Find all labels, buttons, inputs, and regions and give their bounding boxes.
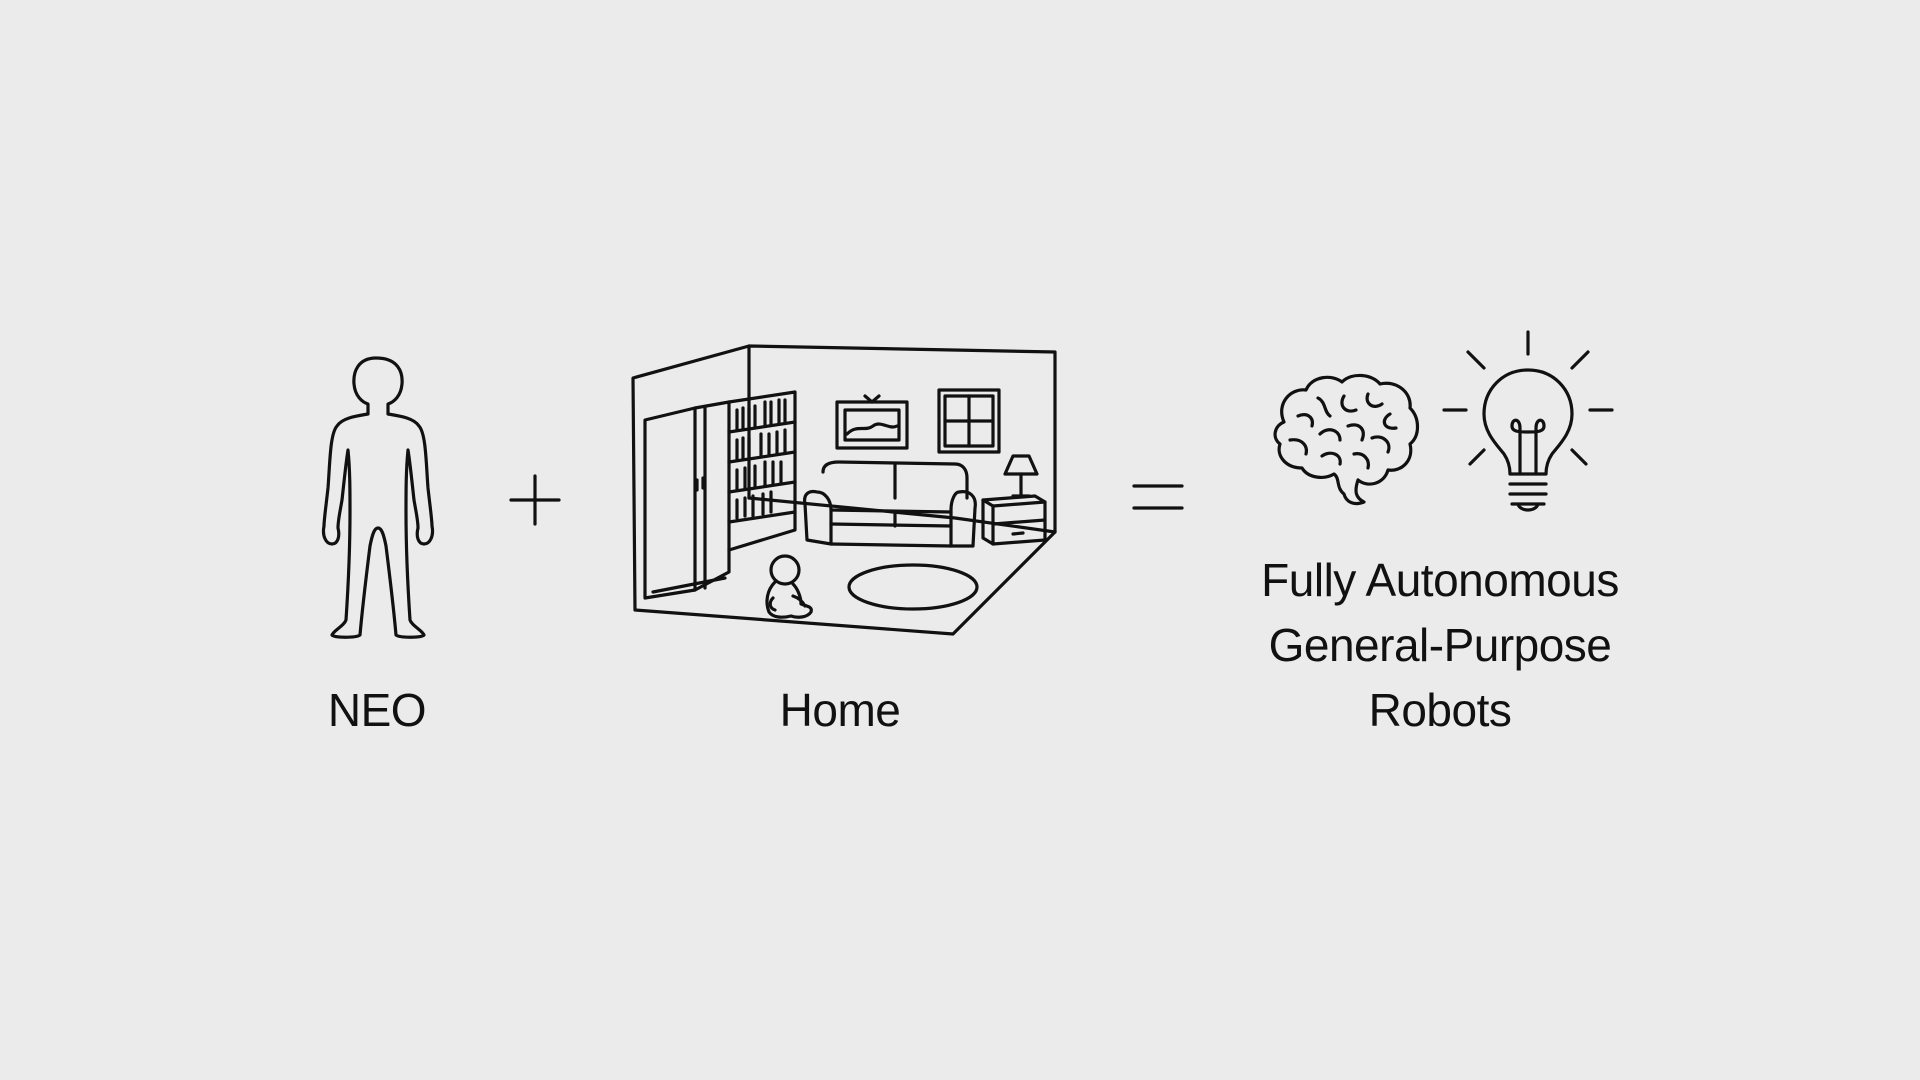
living-room-icon bbox=[631, 344, 1057, 636]
lightbulb-icon bbox=[1442, 330, 1614, 512]
equals-icon bbox=[1132, 484, 1184, 510]
neo-label: NEO bbox=[327, 684, 427, 736]
plus-icon bbox=[509, 474, 561, 526]
brain-icon bbox=[1273, 373, 1420, 506]
home-label: Home bbox=[779, 684, 901, 736]
result-label: Fully Autonomous General-Purpose Robots bbox=[1261, 554, 1619, 736]
humanoid-figure-icon bbox=[321, 356, 435, 639]
